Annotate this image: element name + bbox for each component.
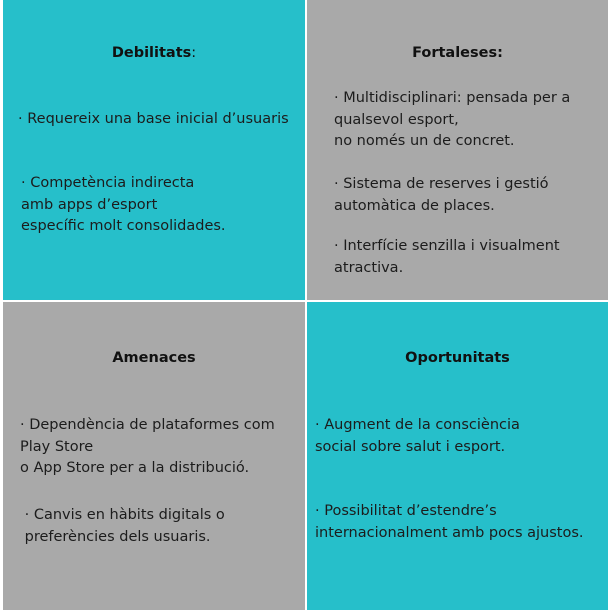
weaknesses-title: Debilitats: xyxy=(111,45,197,61)
strengths-item: · Interfície senzilla i visualment atrac… xyxy=(334,238,560,276)
weaknesses-item: · Competència indirecta amb apps d’espor… xyxy=(21,175,226,234)
weaknesses-quadrant: Debilitats: · Requereix una base inicial… xyxy=(3,0,305,300)
weaknesses-item: · Requereix una base inicial d’usuaris xyxy=(18,111,289,127)
strengths-item: · Multidisciplinari: pensada per a quals… xyxy=(334,90,571,149)
threats-item: · Dependència de plataformes com Play St… xyxy=(20,417,275,476)
swot-grid: Debilitats: · Requereix una base inicial… xyxy=(3,0,608,610)
threats-title: Amenaces xyxy=(112,350,196,366)
strengths-title: Fortaleses: xyxy=(412,45,503,61)
threats-item: · Canvis en hàbits digitals o preferènci… xyxy=(24,507,225,545)
strengths-item: · Sistema de reserves i gestió automàtic… xyxy=(334,176,549,214)
opportunities-quadrant: Oportunitats · Augment de la consciència… xyxy=(307,302,608,610)
opportunities-title: Oportunitats xyxy=(405,350,510,366)
opportunities-item: · Augment de la consciència social sobre… xyxy=(315,417,520,455)
strengths-quadrant: Fortaleses: · Multidisciplinari: pensada… xyxy=(307,0,608,300)
threats-quadrant: Amenaces · Dependència de plataformes co… xyxy=(3,302,305,610)
opportunities-item: · Possibilitat d’estendre’s internaciona… xyxy=(315,503,584,541)
